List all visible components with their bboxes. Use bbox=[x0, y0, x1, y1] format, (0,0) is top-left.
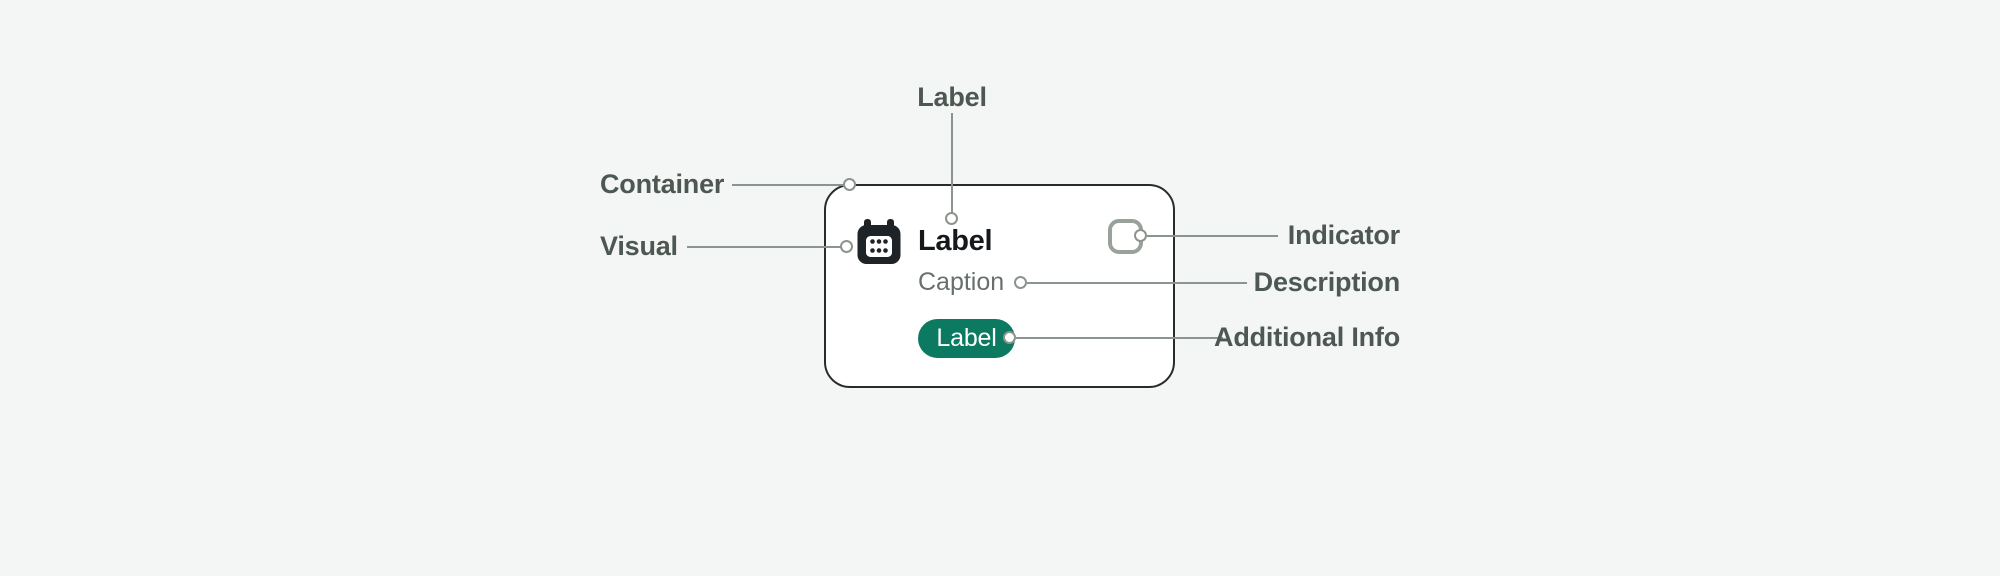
additional-info-connector-dot bbox=[1003, 331, 1016, 344]
container-connector-line bbox=[732, 184, 844, 186]
component-caption-text: Caption bbox=[918, 268, 1005, 296]
label-connector-line bbox=[951, 113, 953, 213]
indicator-connector-dot bbox=[1134, 229, 1147, 242]
additional-info-connector-line bbox=[1016, 337, 1223, 339]
callout-indicator: Indicator bbox=[1287, 220, 1400, 250]
label-connector-dot bbox=[945, 212, 958, 225]
component-label-text: Label bbox=[918, 225, 993, 257]
container-connector-dot bbox=[843, 178, 856, 191]
callout-label: Label bbox=[917, 82, 987, 112]
callout-container: Container bbox=[600, 169, 725, 199]
description-connector-line bbox=[1027, 282, 1247, 284]
callout-visual: Visual bbox=[600, 231, 678, 261]
additional-info-badge: Label bbox=[918, 319, 1015, 358]
description-connector-dot bbox=[1014, 276, 1027, 289]
visual-connector-dot bbox=[840, 240, 853, 253]
indicator-connector-line bbox=[1147, 235, 1278, 237]
callout-description: Description bbox=[1253, 267, 1401, 297]
badge-label-text: Label bbox=[936, 324, 997, 352]
calendar-icon bbox=[857, 219, 901, 264]
callout-additional-info: Additional Info bbox=[1214, 322, 1400, 352]
visual-connector-line bbox=[687, 246, 841, 248]
